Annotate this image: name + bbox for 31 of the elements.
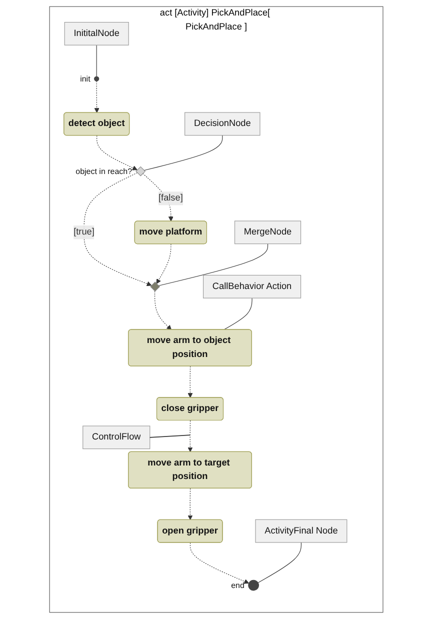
note-box: DecisionNode: [184, 112, 260, 136]
note-box: CallBehavior Action: [202, 274, 301, 298]
control-flow-arrow: [154, 290, 172, 330]
control-flow-arrow: [94, 80, 100, 114]
decision-diamond: [135, 166, 146, 176]
action-node: move platform: [134, 220, 207, 244]
action-node: detect object: [63, 112, 130, 136]
control-flow-arrow: [190, 542, 249, 584]
control-flow-arrow: [96, 135, 138, 170]
control-flow-arrow: [187, 366, 192, 398]
merge-diamond: [150, 282, 160, 292]
note-line: [257, 542, 302, 584]
control-flow-arrow: [83, 172, 152, 286]
note-line: [149, 434, 190, 438]
note-line: [223, 298, 252, 330]
action-node: close gripper: [156, 397, 224, 421]
note-line: [143, 135, 222, 171]
action-node: move arm to object position: [128, 329, 252, 366]
final-node: [248, 580, 259, 591]
control-flow-arrow: [187, 488, 192, 520]
note-box: ControlFlow: [82, 426, 150, 450]
action-node: open gripper: [156, 519, 222, 543]
initial-node: [94, 76, 99, 82]
note-box: ActivityFinal Node: [254, 519, 347, 543]
action-node: move arm to target position: [128, 451, 252, 489]
note-box: MergeNode: [234, 220, 301, 244]
note-box: InititalNode: [64, 22, 129, 46]
note-line: [158, 244, 268, 286]
note-line: [96, 44, 97, 77]
control-flow-arrow: [156, 244, 171, 284]
control-flow-arrow: [187, 420, 192, 452]
